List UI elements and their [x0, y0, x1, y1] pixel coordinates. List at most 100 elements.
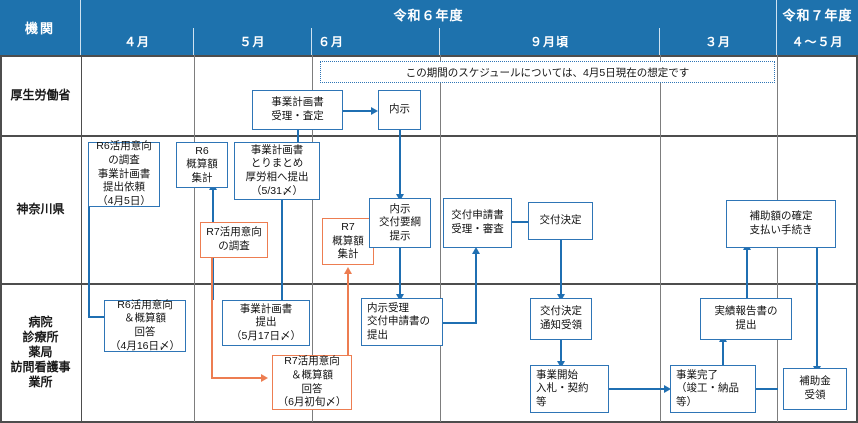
arrowhead-pref-naiji-to-prov [395, 294, 404, 301]
connector-complete-to-report [722, 340, 724, 366]
box-pref-kofu-decision-label: 交付決定 [539, 214, 582, 227]
box-prov-kofu-notice-label: 交付決定 通知受領 [540, 305, 582, 331]
box-prov-naiji-receive[interactable]: 内示受理 交付申請書の 提出 [361, 298, 443, 346]
row-label-provider-line1: 病院 [28, 315, 53, 329]
box-pref-kofu-review[interactable]: 交付申請書 受理・審査 [443, 198, 512, 248]
row-label-provider-line3: 薬局 [28, 345, 53, 359]
header-year-reiwa7: 令和７年度 [777, 0, 858, 28]
arrowhead-start-to-complete [664, 384, 671, 393]
row-label-prefecture-text: 神奈川県 [16, 202, 65, 216]
row-label-provider-line2: 診療所 [22, 330, 59, 344]
connector-kofu-review-to-decision [512, 221, 531, 223]
grid-col-sept-march [660, 55, 661, 422]
arrowhead-kofu-decision-down [556, 294, 565, 301]
box-pref-r7-survey-label: R7活用意向 の調査 [206, 226, 262, 252]
schedule-assumption-note: この期間のスケジュールについては、4月5日現在の想定です [320, 61, 775, 83]
header-month-april-label: ４月 [123, 35, 150, 49]
header-month-march-label: ３月 [704, 35, 731, 49]
header-month-april-may: ４〜５月 [777, 28, 858, 55]
grid-rule-row1 [0, 135, 858, 137]
box-prov-kofu-notice[interactable]: 交付決定 通知受領 [530, 298, 592, 340]
connector-r7survey-right [211, 377, 261, 379]
box-pref-r7-total[interactable]: R7 概算額 集計 [322, 218, 374, 265]
grid-rule-left [0, 55, 2, 422]
header-year-reiwa6-label: 令和６年度 [393, 7, 464, 23]
box-prov-report-label: 実績報告書の 提出 [714, 305, 778, 331]
box-pref-naiji-kofu-label: 内示 交付要綱 提示 [379, 202, 421, 242]
box-prov-r7-reply-label: R7活用意向 ＆概算額 回答 （6月初旬〆） [277, 355, 347, 409]
header-month-march: ３月 [660, 28, 777, 55]
row-label-mhlw: 厚生労働省 [0, 55, 81, 135]
arrowhead-prov-r7reply-up [343, 267, 352, 274]
grid-col-april-may [194, 55, 195, 422]
connector-prov-naiji-right [443, 322, 477, 324]
grid-rule-right [856, 55, 858, 422]
header-month-may-label: ５月 [239, 35, 266, 49]
grid-col-june-sept [440, 55, 441, 422]
connector-report-to-amountfix [746, 248, 748, 300]
header-year-reiwa7-label: 令和７年度 [782, 7, 853, 23]
grid-rule-org-col [81, 55, 83, 422]
grid-rule-row2 [0, 283, 858, 285]
box-prov-start-label: 事業開始 入札・契約 等 [536, 368, 589, 408]
schedule-assumption-note-text: この期間のスケジュールについては、4月5日現在の想定です [405, 66, 690, 79]
box-pref-kofu-decision[interactable]: 交付決定 [528, 202, 593, 240]
connector-pref-naiji-to-prov [399, 248, 401, 298]
header-month-april: ４月 [81, 28, 194, 55]
box-prov-subsidy[interactable]: 補助金 受領 [783, 368, 847, 410]
box-prov-plan-submit-label: 事業計画書 提出 （5月17日〆） [230, 302, 302, 342]
connector-start-to-complete [609, 388, 664, 390]
box-pref-r7-total-label: R7 概算額 集計 [332, 221, 364, 261]
header-month-june: ６月 [312, 28, 440, 55]
header-month-april-may-label: ４〜５月 [791, 35, 844, 49]
connector-r6survey-right [88, 316, 104, 318]
row-label-provider: 病院 診療所 薬局 訪問看護事 業所 [0, 284, 81, 421]
arrowhead-kofu-notice-down [556, 361, 565, 368]
box-prov-report[interactable]: 実績報告書の 提出 [700, 298, 792, 340]
connector-prov-r7reply-up [347, 272, 349, 377]
connector-prov-plan-up [281, 188, 283, 300]
box-pref-r6-survey[interactable]: R6活用意向 の調査 事業計画書 提出依頼 （4月5日） [88, 140, 160, 207]
box-pref-amount-fix[interactable]: 補助額の確定 支払い手続き [726, 200, 836, 248]
box-prov-subsidy-label: 補助金 受領 [799, 375, 831, 401]
box-prov-complete[interactable]: 事業完了 （竣工・納品 等） [670, 365, 756, 413]
box-mhlw-receive-plan[interactable]: 事業計画書 受理・査定 [252, 90, 343, 130]
box-prov-r6-reply[interactable]: R6活用意向 ＆概算額 回答 （4月16日〆） [104, 299, 186, 352]
row-label-prefecture: 神奈川県 [0, 136, 81, 283]
header-org-cell: 機関 [0, 0, 81, 55]
box-pref-kofu-review-label: 交付申請書 受理・審査 [451, 209, 504, 235]
header-month-june-label: ６月 [318, 35, 345, 49]
box-mhlw-naiji[interactable]: 内示 [378, 90, 421, 130]
connector-naiji-to-pref-naiji [399, 130, 401, 198]
box-pref-r7-survey[interactable]: R7活用意向 の調査 [200, 222, 268, 258]
connector-prov-naiji-up [475, 252, 477, 324]
header-org-label: 機関 [24, 21, 55, 36]
connector-kofu-decision-down [560, 240, 562, 298]
row-label-provider-line4: 訪問看護事 [10, 360, 71, 374]
box-pref-r6-survey-label: R6活用意向 の調査 事業計画書 提出依頼 （4月5日） [96, 140, 152, 207]
box-prov-r7-reply[interactable]: R7活用意向 ＆概算額 回答 （6月初旬〆） [272, 355, 352, 410]
connector-r7survey-down [211, 258, 213, 378]
arrowhead-r7survey-to-provider [261, 373, 268, 382]
box-prov-start[interactable]: 事業開始 入札・契約 等 [530, 365, 609, 413]
connector-kofu-notice-down [560, 340, 562, 365]
box-pref-amount-fix-label: 補助額の確定 支払い手続き [749, 210, 813, 236]
box-prov-naiji-receive-label: 内示受理 交付申請書の 提出 [367, 301, 430, 341]
arrowhead-prov-naiji-up [471, 247, 480, 254]
arrowhead-naiji-to-pref-naiji [395, 194, 404, 201]
box-pref-naiji-kofu[interactable]: 内示 交付要綱 提示 [369, 198, 431, 248]
grid-rule-top [0, 55, 858, 57]
box-prov-plan-submit[interactable]: 事業計画書 提出 （5月17日〆） [222, 300, 310, 346]
connector-r6survey-down [88, 207, 90, 317]
box-pref-plan-submit[interactable]: 事業計画書 とりまとめ 厚労相へ提出 （5/31〆） [234, 142, 320, 200]
box-pref-plan-submit-label: 事業計画書 とりまとめ 厚労相へ提出 （5/31〆） [245, 143, 309, 197]
box-pref-r6-total[interactable]: R6 概算額 集計 [176, 142, 228, 188]
connector-pref-plan-to-mhlw [297, 128, 299, 151]
arrowhead-mhlw-receive-to-naiji [371, 106, 378, 115]
box-mhlw-naiji-label: 内示 [389, 103, 410, 116]
row-label-mhlw-text: 厚生労働省 [10, 87, 71, 102]
grid-rule-bottom [0, 421, 858, 423]
header-month-may: ５月 [194, 28, 312, 55]
header-month-september-label: ９月頃 [529, 35, 569, 49]
